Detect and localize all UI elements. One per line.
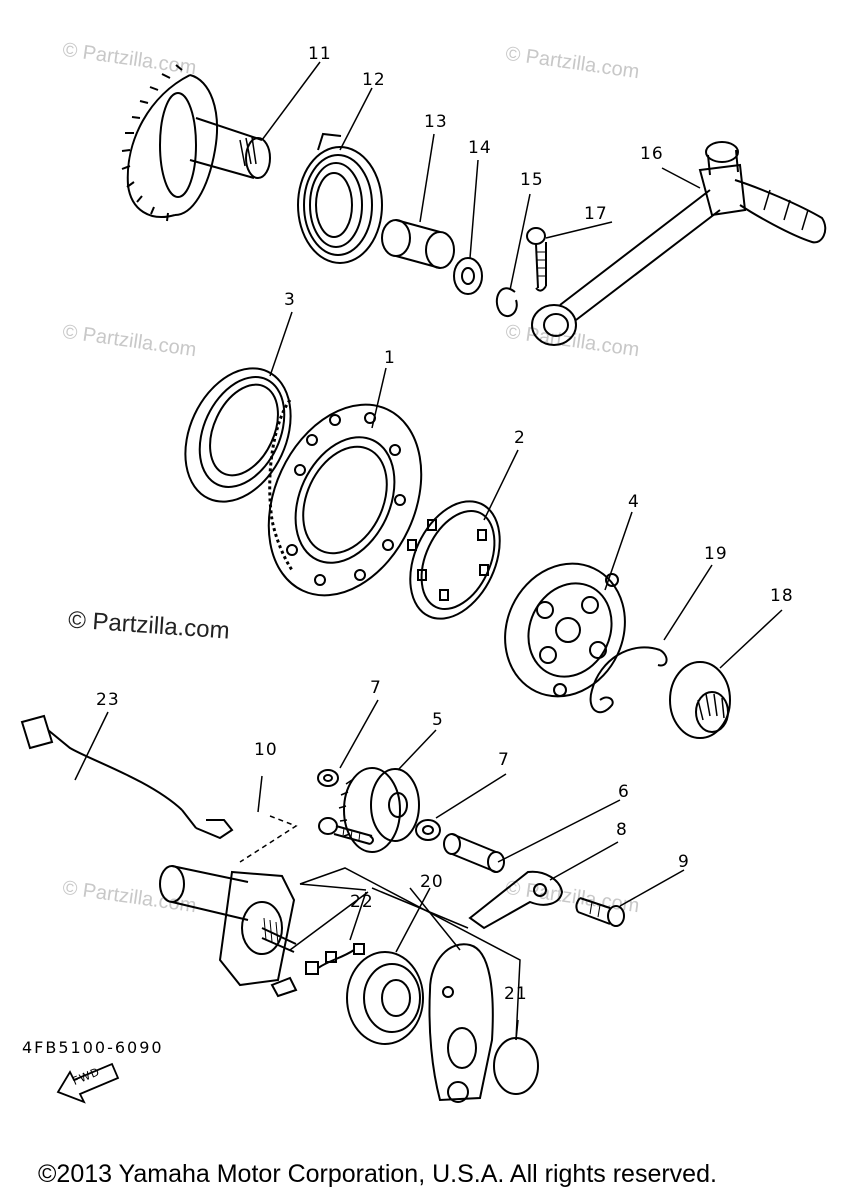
callout-6: 6 (618, 782, 630, 802)
part-17-bolt (526, 227, 547, 292)
callout-23: 23 (96, 690, 120, 710)
callout-7b: 7 (498, 750, 510, 770)
part-19-clip (589, 646, 668, 714)
callout-1: 1 (384, 348, 396, 368)
part-7-washer-b (415, 819, 441, 841)
part-12-torsion-spring (297, 132, 383, 264)
part-7-washer-a (317, 769, 339, 787)
copyright-notice: ©2013 Yamaha Motor Corporation, U.S.A. A… (38, 1160, 717, 1188)
part-11-kick-shaft (121, 64, 271, 222)
part-5-idler-gear (338, 767, 420, 853)
part-22-starter-motor (159, 865, 297, 987)
part-22-rear-housing (428, 943, 494, 1103)
part-8-plate (468, 870, 564, 930)
callout-19: 19 (704, 544, 728, 564)
part-3-oil-seal (184, 367, 292, 503)
fwd-arrow-icon (56, 1062, 120, 1104)
callout-16: 16 (640, 144, 664, 164)
callout-12: 12 (362, 70, 386, 90)
callout-22: 22 (350, 892, 374, 912)
part-2-needle-bearing (407, 500, 501, 620)
callout-7a: 7 (370, 678, 382, 698)
callout-9: 9 (678, 852, 690, 872)
callout-21: 21 (504, 984, 528, 1004)
part-14-washer (453, 257, 483, 295)
callout-15: 15 (520, 170, 544, 190)
part-23-brush-lead (20, 714, 234, 840)
part-22-brush-holder (270, 943, 365, 998)
part-20-front-cover (346, 951, 424, 1045)
part-13-collar (381, 219, 455, 269)
callout-20: 20 (420, 872, 444, 892)
part-15-circlip (495, 287, 518, 318)
callout-17: 17 (584, 204, 608, 224)
callout-10: 10 (254, 740, 278, 760)
part-18-idler-gear (669, 661, 731, 739)
part-21-o-ring (493, 1037, 539, 1095)
callout-2: 2 (514, 428, 526, 448)
callout-18: 18 (770, 586, 794, 606)
callout-14: 14 (468, 138, 492, 158)
part-10-bolt (318, 817, 374, 845)
callout-4: 4 (628, 492, 640, 512)
callout-3: 3 (284, 290, 296, 310)
callout-8: 8 (616, 820, 628, 840)
part-4-starter-clutch (504, 562, 626, 698)
diagram-code: 4FB5100-6090 (22, 1038, 164, 1057)
callout-5: 5 (432, 710, 444, 730)
part-16-kick-lever (531, 141, 827, 346)
callout-11: 11 (308, 44, 332, 64)
part-9-screw (575, 897, 625, 927)
callout-13: 13 (424, 112, 448, 132)
part-6-shaft (443, 833, 505, 873)
part-1-starter-wheel (267, 399, 423, 597)
leader-lines (74, 61, 783, 1041)
